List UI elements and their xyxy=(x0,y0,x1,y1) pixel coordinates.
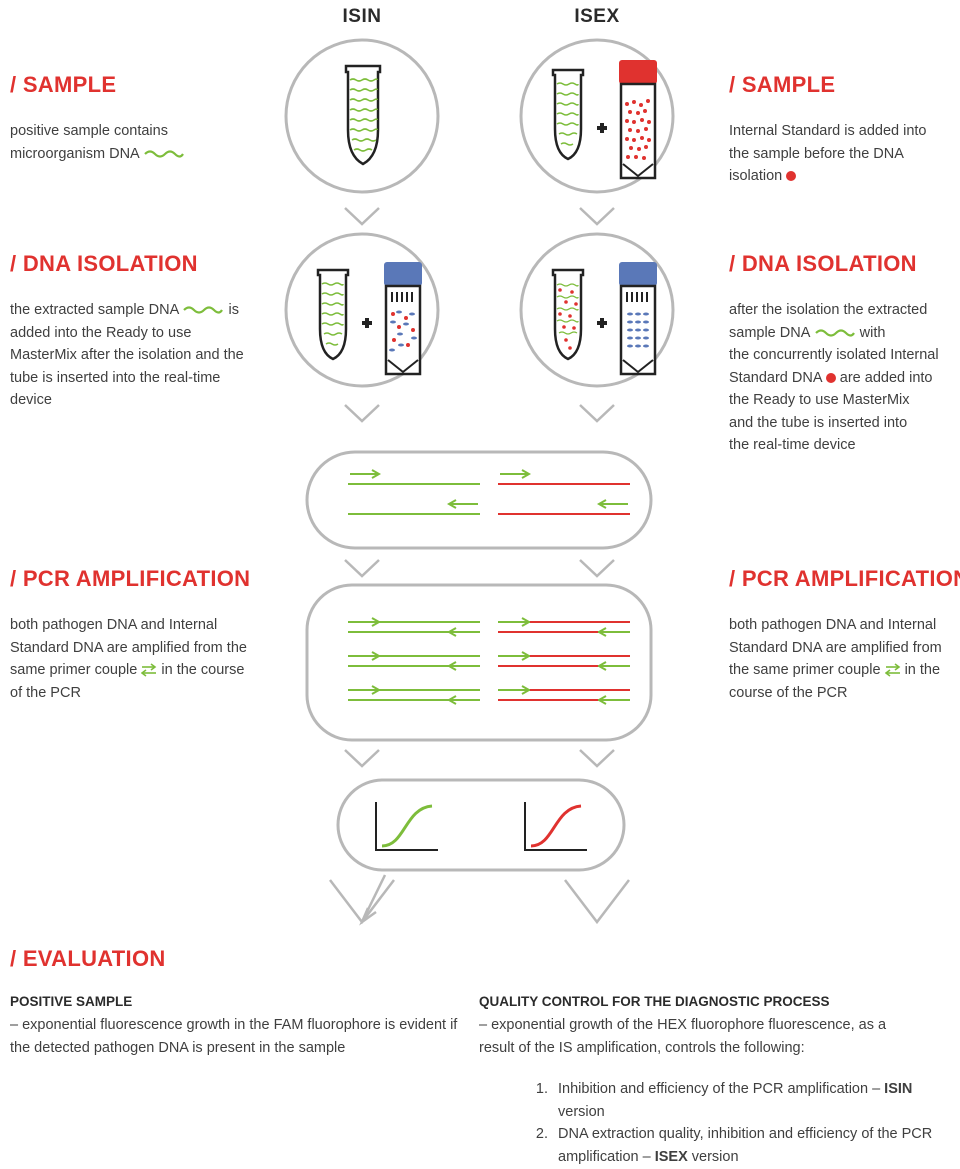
positive-sample-text: – exponential fluorescence growth in the… xyxy=(10,1017,458,1056)
list-item: DNA extraction quality, inhibition and e… xyxy=(552,1123,960,1168)
isin-sample-circle xyxy=(284,38,440,194)
internal-standard-dot-icon xyxy=(825,372,836,383)
isin-sample-tube xyxy=(344,64,382,166)
chevron-down-icon xyxy=(564,879,630,925)
dna-wave-icon xyxy=(814,329,855,337)
plus-icon xyxy=(597,123,607,133)
sample-text-left: positive sample contains microorganism D… xyxy=(10,120,210,165)
isex-sample-tube xyxy=(551,68,607,161)
isolation-text-right: after the isolation the extracted sample… xyxy=(729,302,939,453)
chevron-down-icon xyxy=(579,559,615,578)
hex-curve-chart xyxy=(524,802,587,851)
isex-isolation-circle xyxy=(519,232,675,388)
isin-mastermix-vial xyxy=(384,262,422,376)
primer-couple-icon xyxy=(141,663,157,677)
chevron-down-icon xyxy=(579,749,615,768)
internal-standard-vial xyxy=(619,60,657,180)
isolation-text-left: the extracted sample DNA is added into t… xyxy=(10,302,244,408)
isin-isolation-circle xyxy=(284,232,440,388)
plus-icon xyxy=(597,318,607,328)
list-item: Inhibition and efficiency of the PCR amp… xyxy=(552,1078,960,1123)
fam-curve-chart xyxy=(375,802,438,851)
quality-control-heading: QUALITY CONTROL FOR THE DIAGNOSTIC PROCE… xyxy=(479,994,830,1009)
chevron-down-icon xyxy=(344,749,380,768)
sample-text-right: Internal Standard is added into the samp… xyxy=(729,123,927,184)
isex-sample-circle xyxy=(519,38,675,194)
chevron-down-icon xyxy=(579,207,615,226)
evaluation-title: / EVALUATION xyxy=(10,946,166,971)
sample-title-left: / SAMPLE xyxy=(10,72,117,97)
isolation-title-left: / DNA ISOLATION xyxy=(10,251,198,276)
pcr-text-left: both pathogen DNA and Internal Standard … xyxy=(10,617,247,701)
isex-mastermix-vial xyxy=(619,262,657,376)
plus-icon xyxy=(362,318,372,328)
flow-arrows xyxy=(329,207,630,926)
annealing-strands xyxy=(348,469,630,515)
quality-control-list: Inhibition and efficiency of the PCR amp… xyxy=(532,1078,960,1168)
isex-isolation-tube xyxy=(551,268,607,361)
pcr-title-left: / PCR AMPLIFICATION xyxy=(10,566,251,591)
dna-wave-icon xyxy=(144,150,184,158)
amplification-pill xyxy=(305,583,653,742)
isolation-title-right: / DNA ISOLATION xyxy=(729,251,917,276)
positive-sample-heading: POSITIVE SAMPLE xyxy=(10,994,133,1009)
primer-couple-icon xyxy=(884,663,900,677)
chevron-down-icon xyxy=(344,559,380,578)
pcr-text-right: both pathogen DNA and Internal Standard … xyxy=(729,617,942,701)
dna-wave-icon xyxy=(183,306,224,314)
chevron-down-icon xyxy=(344,404,380,423)
amplification-strands xyxy=(348,617,630,705)
chevron-down-icon xyxy=(329,879,395,925)
sample-title-right: / SAMPLE xyxy=(729,72,836,97)
isex-column-header: ISEX xyxy=(574,6,620,27)
annealing-pill xyxy=(305,450,653,550)
quality-control-text: – exponential growth of the HEX fluoroph… xyxy=(479,1017,887,1056)
evaluation-pill xyxy=(336,778,626,872)
chevron-down-icon xyxy=(344,207,380,226)
chevron-down-icon xyxy=(579,404,615,423)
isin-column-header: ISIN xyxy=(342,6,382,27)
internal-standard-dot-icon xyxy=(786,171,797,182)
isin-isolation-tube xyxy=(316,268,372,361)
pcr-title-right: / PCR AMPLIFICATION xyxy=(729,566,960,591)
